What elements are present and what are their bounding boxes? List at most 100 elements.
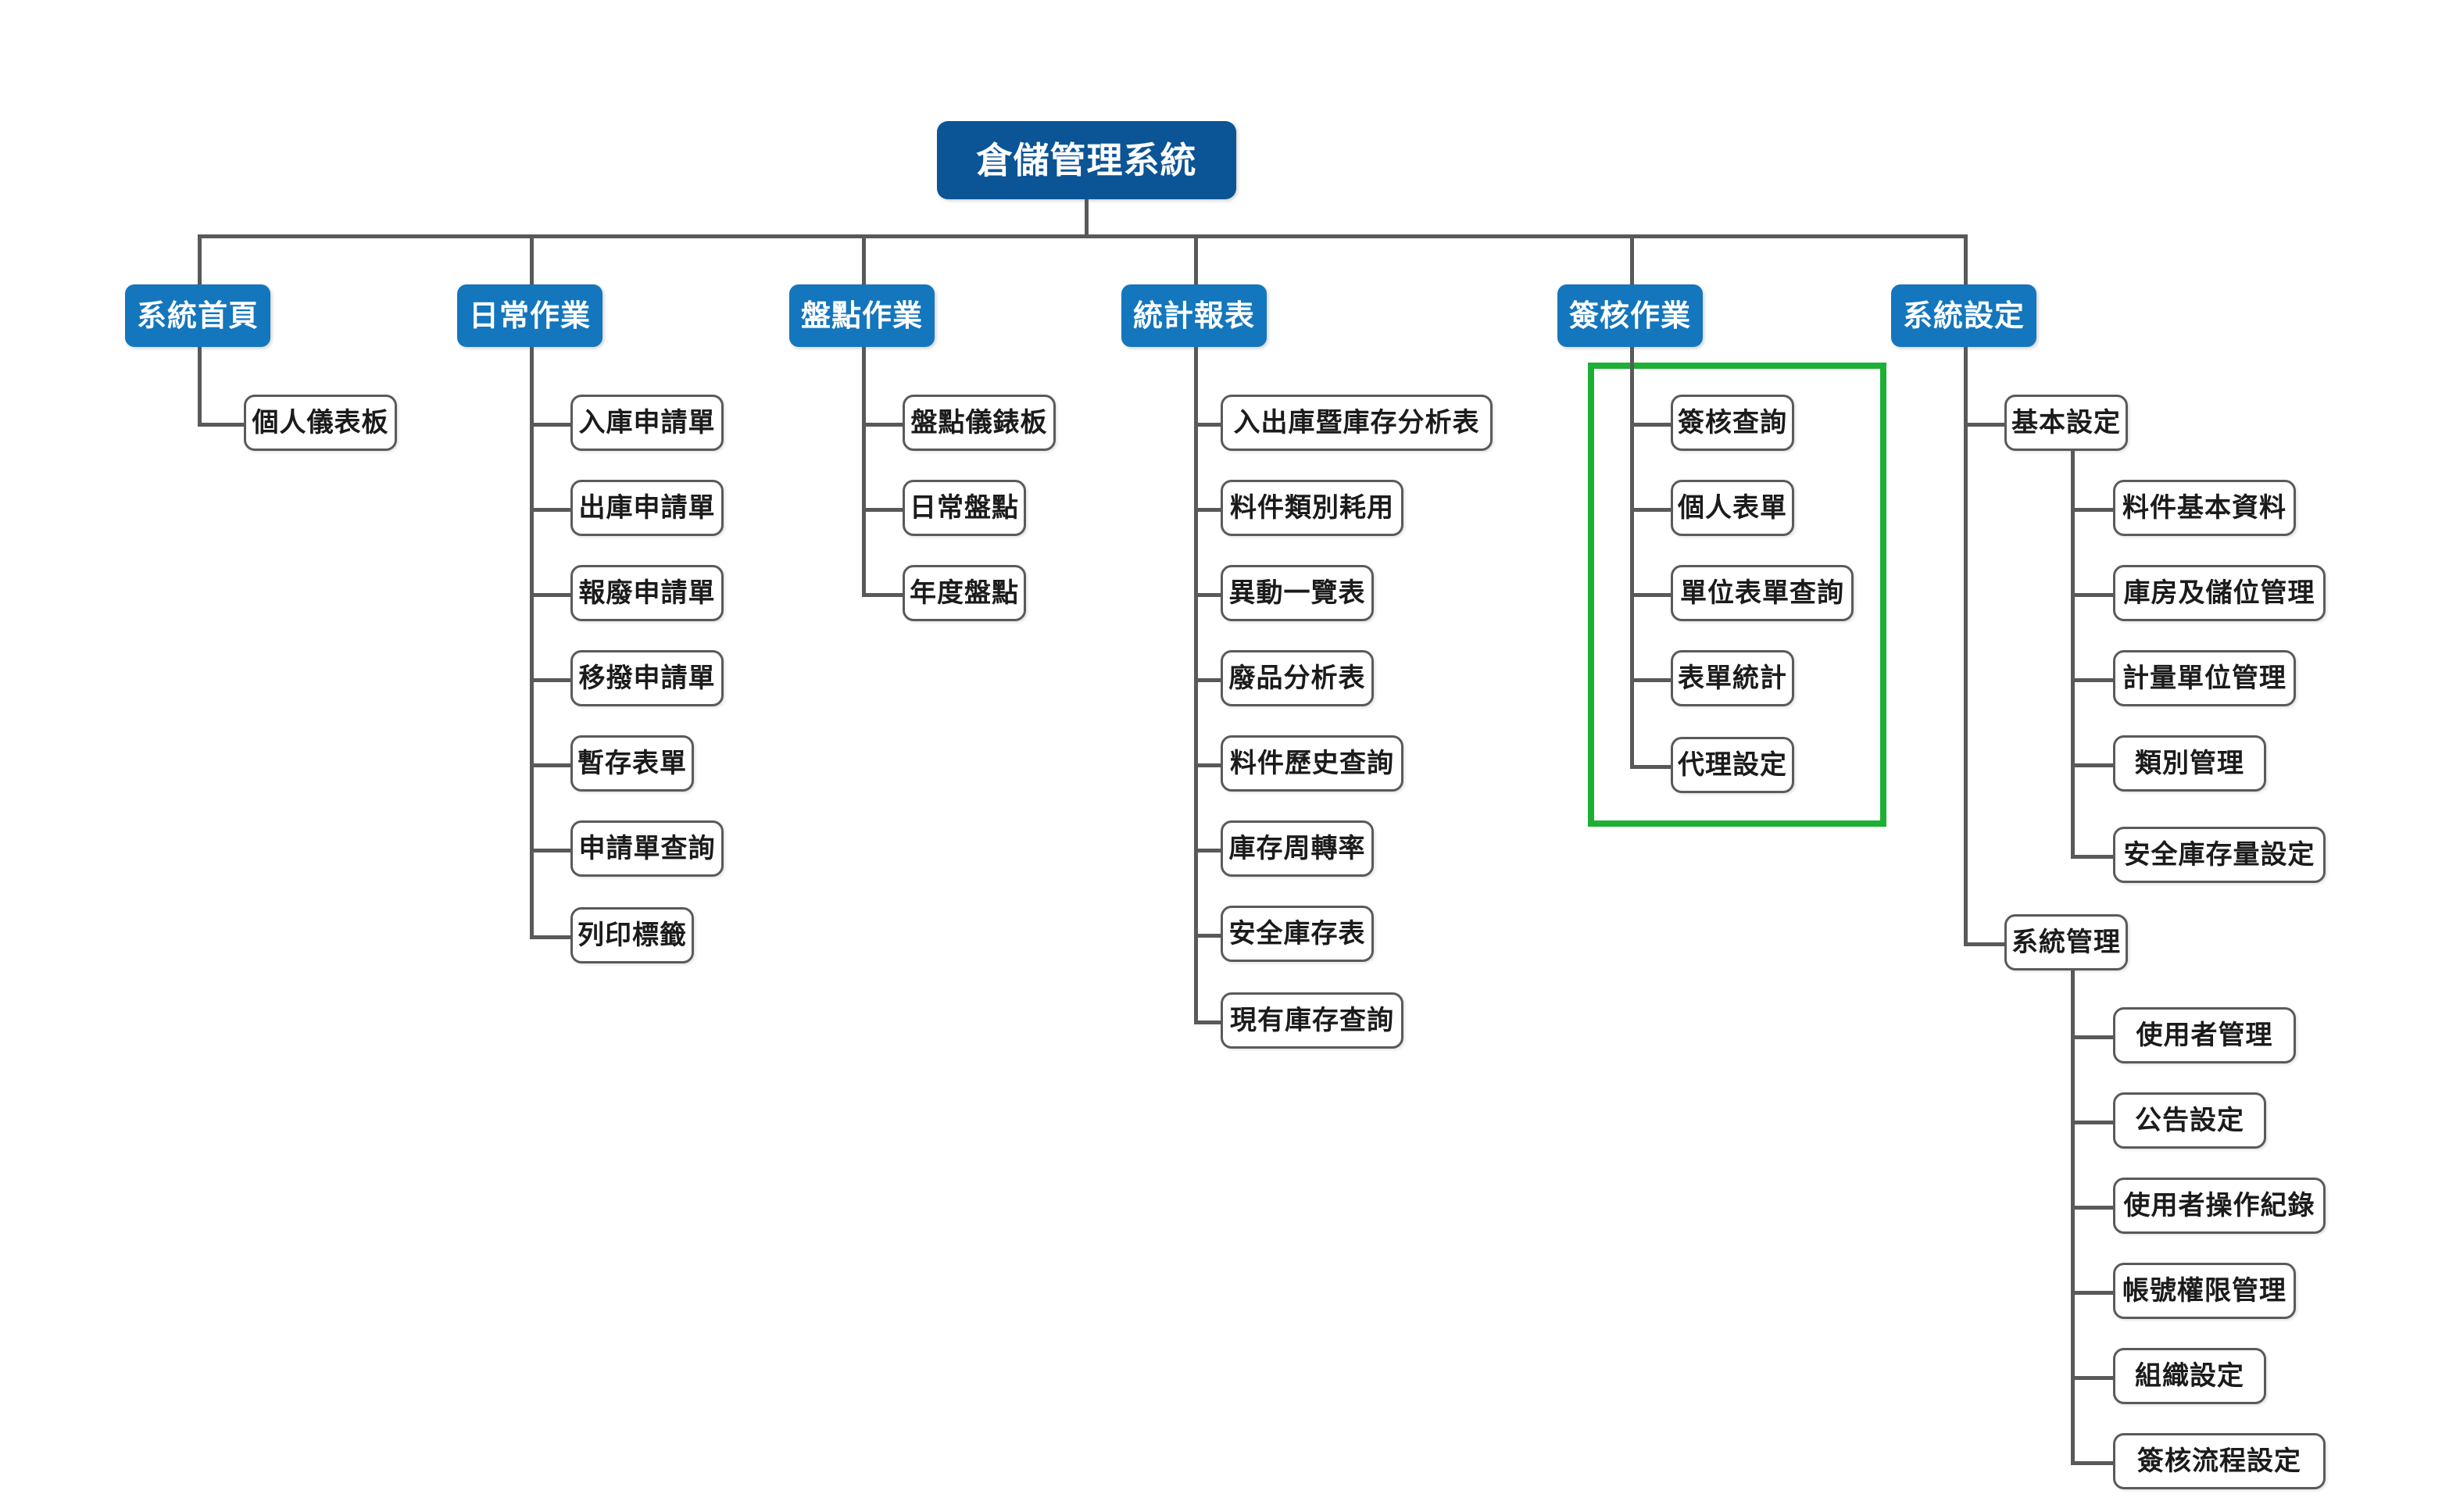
branch-label: 統計報表 — [1132, 298, 1255, 333]
leaf-node-stocktake-dashboard[interactable]: 盤點儀錶板 — [903, 395, 1056, 451]
leaf-node-material-history-query[interactable]: 料件歷史查詢 — [1221, 735, 1403, 792]
branch-node-statistical-reports[interactable]: 統計報表 — [1121, 284, 1267, 347]
connector-elbow-category-mgmt — [2071, 763, 2116, 767]
connector-elbow-scrap-request — [530, 593, 574, 597]
leaf-label: 個人儀表板 — [252, 407, 389, 438]
connector-trunk-approval — [1630, 347, 1634, 769]
connector-drop-settings — [1964, 234, 1968, 284]
leaf-node-warehouse-location-mgmt[interactable]: 庫房及儲位管理 — [2113, 565, 2326, 621]
leaf-node-outbound-request[interactable]: 出庫申請單 — [570, 480, 724, 536]
leaf-label: 個人表單 — [1678, 492, 1787, 524]
leaf-node-print-label[interactable]: 列印標籤 — [570, 907, 694, 963]
leaf-node-draft-form[interactable]: 暫存表單 — [570, 735, 694, 792]
connector-elbow-user-activity-log — [2071, 1206, 2116, 1210]
root-node-label: 倉儲管理系統 — [976, 139, 1197, 181]
leaf-node-personal-forms[interactable]: 個人表單 — [1671, 480, 1794, 536]
branch-node-system-home[interactable]: 系統首頁 — [125, 284, 270, 347]
leaf-node-user-mgmt[interactable]: 使用者管理 — [2113, 1007, 2296, 1063]
branch-node-approval-operations[interactable]: 簽核作業 — [1557, 284, 1703, 347]
leaf-node-safety-stock-settings[interactable]: 安全庫存量設定 — [2113, 827, 2326, 883]
connector-elbow-annual-stocktake — [862, 593, 906, 597]
branch-label: 簽核作業 — [1568, 298, 1691, 333]
leaf-node-form-statistics[interactable]: 表單統計 — [1671, 650, 1794, 706]
leaf-label: 廢品分析表 — [1228, 663, 1366, 694]
connector-trunk-system-home — [198, 347, 202, 427]
connector-elbow-material-history-query — [1194, 763, 1224, 767]
leaf-node-annual-stocktake[interactable]: 年度盤點 — [903, 565, 1026, 621]
connector-trunk-basic-settings — [2071, 451, 2075, 859]
branch-label: 盤點作業 — [800, 298, 923, 333]
leaf-node-approval-query[interactable]: 簽核查詢 — [1671, 395, 1794, 451]
leaf-label: 安全庫存量設定 — [2123, 839, 2315, 870]
leaf-node-inbound-request[interactable]: 入庫申請單 — [570, 395, 724, 451]
leaf-node-material-category-usage[interactable]: 料件類別耗用 — [1221, 480, 1403, 536]
leaf-label: 庫存周轉率 — [1228, 833, 1366, 864]
connector-drop-approval — [1630, 234, 1634, 284]
connector-elbow-unit-of-measure-mgmt — [2071, 678, 2116, 682]
leaf-label: 簽核流程設定 — [2137, 1446, 2301, 1477]
connector-drop-reports — [1194, 234, 1198, 284]
leaf-node-transfer-request[interactable]: 移撥申請單 — [570, 650, 724, 706]
leaf-node-user-activity-log[interactable]: 使用者操作紀錄 — [2113, 1178, 2326, 1234]
connector-elbow-safety-stock-report — [1194, 934, 1224, 938]
leaf-node-personal-dashboard[interactable]: 個人儀表板 — [244, 395, 397, 451]
connector-elbow-system-admin — [1964, 942, 2008, 946]
connector-root-stem — [1085, 199, 1089, 237]
leaf-node-account-permission-mgmt[interactable]: 帳號權限管理 — [2113, 1263, 2296, 1319]
leaf-label: 帳號權限管理 — [2122, 1275, 2286, 1306]
connector-elbow-inventory-turnover — [1194, 849, 1224, 853]
leaf-label: 入出庫暨庫存分析表 — [1233, 407, 1480, 438]
leaf-label: 公告設定 — [2135, 1105, 2244, 1136]
branch-node-system-settings[interactable]: 系統設定 — [1891, 284, 2036, 347]
leaf-node-unit-of-measure-mgmt[interactable]: 計量單位管理 — [2113, 650, 2296, 706]
connector-trunk-system-settings — [1964, 347, 1968, 945]
branch-label: 日常作業 — [468, 298, 591, 333]
leaf-node-request-query[interactable]: 申請單查詢 — [570, 820, 724, 877]
leaf-node-delegate-settings[interactable]: 代理設定 — [1671, 737, 1794, 793]
leaf-node-daily-stocktake[interactable]: 日常盤點 — [903, 480, 1026, 536]
connector-elbow-announcement-settings — [2071, 1121, 2116, 1124]
leaf-node-category-mgmt[interactable]: 類別管理 — [2113, 735, 2266, 792]
leaf-node-unit-form-query[interactable]: 單位表單查詢 — [1671, 565, 1854, 621]
leaf-node-scrap-request[interactable]: 報廢申請單 — [570, 565, 724, 621]
subbranch-node-basic-settings[interactable]: 基本設定 — [2004, 395, 2128, 451]
leaf-label: 出庫申請單 — [578, 492, 716, 524]
leaf-node-approval-workflow-settings[interactable]: 簽核流程設定 — [2113, 1433, 2326, 1489]
branch-node-daily-operations[interactable]: 日常作業 — [457, 284, 602, 347]
leaf-label: 料件類別耗用 — [1230, 492, 1394, 524]
connector-elbow-personal-dashboard — [198, 423, 246, 427]
leaf-label: 申請單查詢 — [578, 833, 716, 864]
leaf-node-material-master-data[interactable]: 料件基本資料 — [2113, 480, 2296, 536]
connector-elbow-delegate-settings — [1630, 765, 1674, 769]
connector-elbow-scrap-analysis — [1194, 678, 1224, 682]
leaf-node-inout-stock-analysis[interactable]: 入出庫暨庫存分析表 — [1221, 395, 1493, 451]
leaf-label: 報廢申請單 — [578, 577, 716, 609]
leaf-node-safety-stock-report[interactable]: 安全庫存表 — [1221, 906, 1374, 962]
connector-trunk-statistical-reports — [1194, 347, 1198, 1024]
connector-elbow-user-mgmt — [2071, 1035, 2116, 1039]
leaf-label: 代理設定 — [1678, 749, 1787, 781]
connector-trunk-stocktaking — [862, 347, 866, 597]
connector-elbow-organization-settings — [2071, 1376, 2116, 1380]
connector-elbow-unit-form-query — [1630, 593, 1674, 597]
root-node-warehouse-management-system[interactable]: 倉儲管理系統 — [937, 121, 1236, 199]
leaf-label: 表單統計 — [1678, 663, 1787, 694]
connector-elbow-basic-settings — [1964, 423, 2008, 427]
connector-trunk-daily-operations — [530, 347, 534, 939]
subbranch-node-system-admin[interactable]: 系統管理 — [2004, 914, 2128, 970]
leaf-node-organization-settings[interactable]: 組織設定 — [2113, 1348, 2266, 1404]
connector-root-bus — [198, 234, 1968, 238]
leaf-label: 入庫申請單 — [578, 407, 716, 438]
leaf-node-movement-list[interactable]: 異動一覽表 — [1221, 565, 1374, 621]
leaf-node-scrap-analysis[interactable]: 廢品分析表 — [1221, 650, 1374, 706]
leaf-node-inventory-turnover[interactable]: 庫存周轉率 — [1221, 820, 1374, 877]
branch-node-stocktaking[interactable]: 盤點作業 — [789, 284, 935, 347]
leaf-node-current-stock-query[interactable]: 現有庫存查詢 — [1221, 992, 1403, 1049]
connector-elbow-daily-stocktake — [862, 508, 906, 512]
leaf-label: 簽核查詢 — [1678, 407, 1787, 438]
leaf-label: 組織設定 — [2135, 1360, 2244, 1392]
connector-drop-stocktaking — [862, 234, 866, 284]
leaf-node-announcement-settings[interactable]: 公告設定 — [2113, 1092, 2266, 1149]
leaf-label: 計量單位管理 — [2122, 663, 2286, 694]
